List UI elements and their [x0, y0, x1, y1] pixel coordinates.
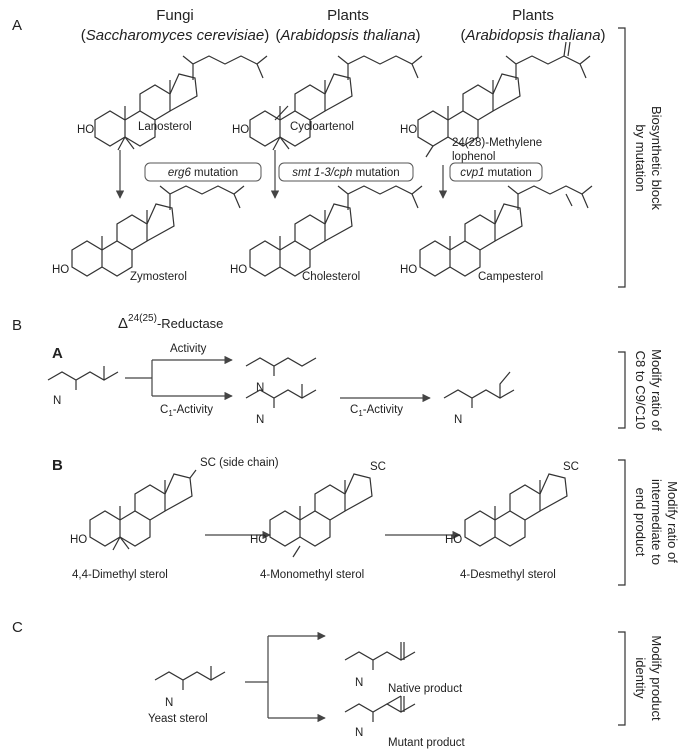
c1-activity-label: C1-Activity — [160, 404, 213, 418]
n-label: N — [53, 395, 61, 407]
mutation-box-erg6 — [144, 162, 262, 182]
ho-label: HO — [230, 264, 247, 276]
col2-kingdom: Plants — [327, 7, 369, 24]
section-b-part-b-label: B — [52, 457, 63, 474]
side-label-modify-ratio-1: Modify ratio of — [649, 349, 664, 431]
side-label-identity: identity — [633, 657, 648, 699]
section-c-label: C — [12, 619, 23, 636]
side-label-c8-ratio: C8 to C9/C10 — [633, 351, 648, 430]
ho-label: HO — [232, 124, 249, 136]
ho-label: HO — [70, 534, 87, 546]
ho-label: HO — [250, 534, 267, 546]
section-b-label: B — [12, 317, 22, 334]
desmethyl-sterol-structure — [464, 473, 568, 547]
mutation-box-smt — [278, 162, 414, 182]
n-label: N — [256, 382, 264, 394]
dimethyl-sterol-label: 4,4-Dimethyl sterol — [72, 569, 168, 581]
side-chain-note: SC (side chain) — [200, 457, 279, 469]
c1-activity-label-2: C1-Activity — [350, 404, 403, 418]
methylene-lophenol-label: lophenol — [452, 151, 495, 163]
col3-kingdom: Plants — [512, 7, 554, 24]
col1-kingdom: Fungi — [156, 7, 194, 24]
methylated-chain — [245, 384, 317, 409]
bracket — [618, 351, 626, 429]
side-label-by-mutation: by mutation — [633, 124, 648, 191]
col1-species: (Saccharomyces cerevisiae) — [81, 27, 269, 44]
n-label: N — [165, 697, 173, 709]
section-b-part-a-label: A — [52, 345, 63, 362]
dimethyl-sterol-structure — [89, 469, 197, 551]
side-label-modify-ratio-2: Modify ratio of — [665, 481, 680, 563]
ho-label: HO — [77, 124, 94, 136]
ho-label: HO — [400, 124, 417, 136]
col3-species: (Arabidopsis thaliana) — [460, 27, 605, 44]
zymosterol-label: Zymosterol — [130, 271, 187, 283]
activity-label: Activity — [170, 343, 207, 355]
methylene-lophenol-label: 24(28)-Methylene — [452, 137, 542, 149]
native-product-label: Native product — [388, 683, 463, 695]
side-label-biosynthetic-block: Biosynthetic block — [649, 106, 664, 211]
lanosterol-label: Lanosterol — [138, 121, 192, 133]
bracket — [618, 459, 626, 586]
ho-label: HO — [400, 264, 417, 276]
mutation-smt-label: smt 1-3/cph mutation — [292, 167, 399, 179]
substrate-chain — [47, 366, 119, 391]
yeast-sterol-chain — [154, 666, 226, 691]
n-label: N — [454, 414, 462, 426]
mutation-cvp1-label: cvp1 mutation — [460, 167, 532, 179]
ethylidene-chain — [443, 371, 515, 409]
monomethyl-sterol-structure — [269, 473, 373, 558]
sc-label: SC — [563, 461, 579, 473]
n-label: N — [355, 677, 363, 689]
side-label-intermediate: intermediate to — [649, 479, 664, 565]
col2-species: (Arabidopsis thaliana) — [275, 27, 420, 44]
ho-label: HO — [445, 534, 462, 546]
mutant-product-label: Mutant product — [388, 737, 466, 749]
methylene-lophenol-structure — [417, 41, 591, 158]
bracket — [618, 27, 626, 288]
bracket — [618, 631, 626, 726]
branch-connector — [245, 636, 269, 718]
native-product-chain — [344, 642, 416, 671]
desmethyl-sterol-label: 4-Desmethyl sterol — [460, 569, 556, 581]
branch-connector — [125, 360, 153, 396]
monomethyl-sterol-label: 4-Monomethyl sterol — [260, 569, 364, 581]
cholesterol-structure — [249, 185, 423, 277]
reductase-label: Δ24(25)-Reductase — [118, 313, 223, 332]
mutation-box-cvp1 — [449, 162, 543, 182]
n-label: N — [355, 727, 363, 739]
reduced-chain — [245, 357, 317, 377]
campesterol-label: Campesterol — [478, 271, 543, 283]
yeast-sterol-label: Yeast sterol — [148, 713, 208, 725]
section-a-label: A — [12, 17, 22, 34]
side-label-end-product: end product — [633, 488, 648, 557]
cholesterol-label: Cholesterol — [302, 271, 360, 283]
cycloartenol-label: Cycloartenol — [290, 121, 354, 133]
cycloartenol-structure — [249, 55, 423, 151]
ho-label: HO — [52, 264, 69, 276]
campesterol-structure — [419, 185, 593, 277]
side-label-modify-product: Modify product — [649, 635, 664, 721]
mutation-erg6-label: erg6 mutation — [168, 167, 238, 179]
lanosterol-structure — [94, 55, 268, 151]
mutant-product-chain — [344, 695, 416, 723]
n-label: N — [256, 414, 264, 426]
sc-label: SC — [370, 461, 386, 473]
zymosterol-structure — [71, 185, 245, 277]
